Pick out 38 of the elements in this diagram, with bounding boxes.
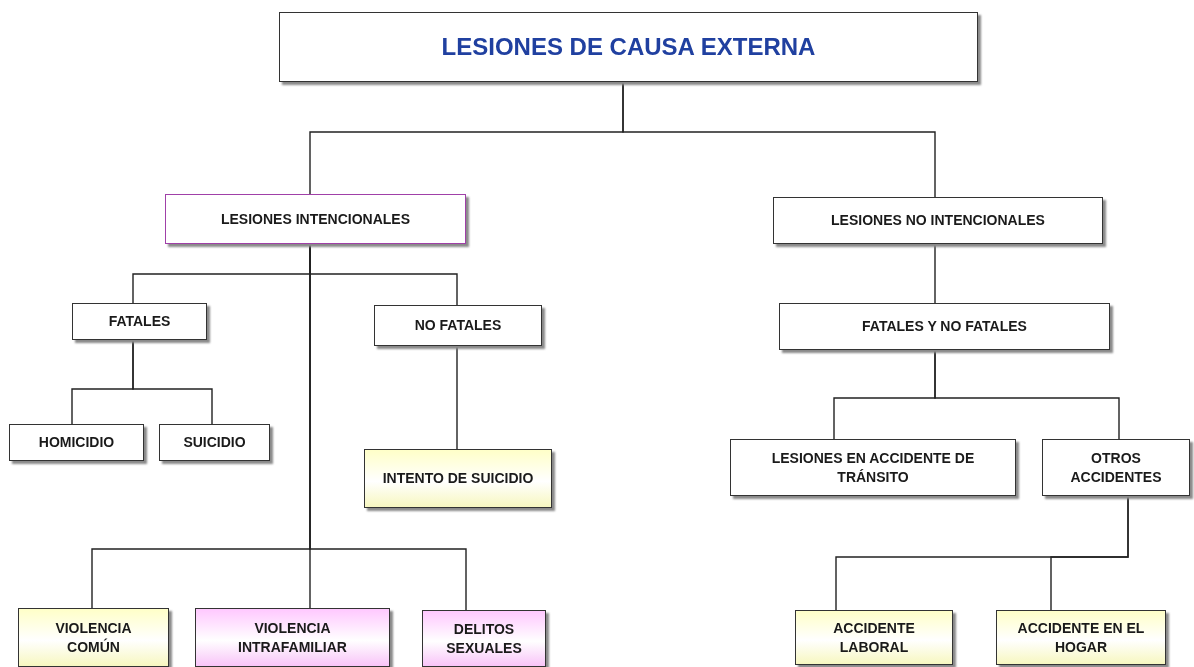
- category-box: [18, 608, 169, 667]
- category-box: [730, 439, 1016, 496]
- box-label: DELITOS SEXUALES: [445, 619, 523, 658]
- category-box: [1042, 439, 1190, 496]
- category-box: [364, 449, 552, 508]
- category-box: [773, 197, 1103, 244]
- connector-line: [132, 339, 213, 425]
- box-label: LESIONES EN ACCIDENTE DE TRÁNSITO: [770, 448, 976, 487]
- category-box: [195, 608, 390, 667]
- connector-line: [934, 349, 1120, 440]
- connector-line: [934, 243, 936, 304]
- category-box: [422, 610, 546, 667]
- box-label: FATALES: [107, 312, 172, 331]
- box-label: HOMICIDIO: [37, 433, 116, 452]
- box-label: SUICIDIO: [182, 433, 247, 452]
- box-label: FATALES Y NO FATALES: [861, 317, 1028, 336]
- box-label: NO FATALES: [413, 316, 503, 335]
- category-box: [374, 305, 542, 346]
- box-label: LESIONES NO INTENCIONALES: [830, 211, 1046, 230]
- box-label: OTROS ACCIDENTES: [1069, 448, 1163, 487]
- connector-line: [456, 345, 458, 450]
- category-box: [795, 610, 953, 665]
- connector-line: [622, 81, 936, 198]
- category-box: [996, 610, 1166, 665]
- category-box: [165, 194, 466, 244]
- title-box: [279, 12, 978, 82]
- category-box: [159, 424, 270, 461]
- box-label: ACCIDENTE EN EL HOGAR: [1016, 618, 1146, 657]
- box-label: INTENTO DE SUICIDIO: [381, 469, 535, 488]
- connector-line: [1050, 495, 1129, 611]
- box-label: ACCIDENTE LABORAL: [832, 618, 916, 657]
- category-box: [72, 303, 207, 340]
- box-label: VIOLENCIA COMÚN: [54, 618, 133, 657]
- box-label: VIOLENCIA INTRAFAMILIAR: [237, 618, 348, 657]
- box-label: LESIONES DE CAUSA EXTERNA: [440, 31, 817, 62]
- box-label: LESIONES INTENCIONALES: [220, 209, 411, 229]
- category-box: [779, 303, 1110, 350]
- category-box: [9, 424, 144, 461]
